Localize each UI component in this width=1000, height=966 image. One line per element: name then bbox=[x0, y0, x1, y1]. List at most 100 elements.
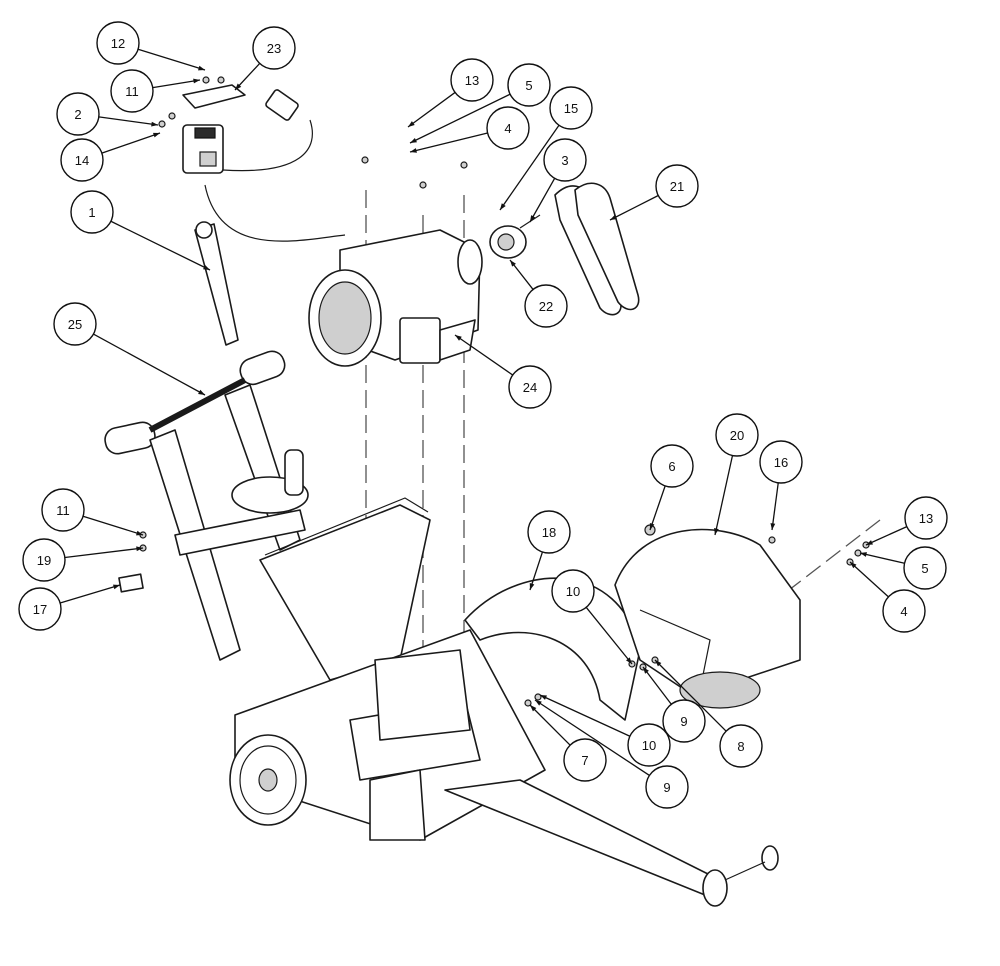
handle-frame bbox=[104, 350, 309, 661]
callout-circle bbox=[882, 589, 926, 633]
callout-number: 11 bbox=[125, 84, 139, 99]
leader-arrowhead bbox=[136, 546, 143, 552]
callout-circle bbox=[904, 496, 948, 540]
leader-line bbox=[529, 177, 556, 223]
leader-arrowhead bbox=[540, 695, 547, 700]
leader-arrowhead bbox=[113, 584, 120, 590]
callout-number: 22 bbox=[539, 299, 553, 314]
callout-circle bbox=[719, 724, 763, 768]
leader-arrowhead bbox=[610, 214, 617, 220]
leader-line bbox=[539, 694, 631, 737]
callout-circle bbox=[650, 444, 694, 488]
callout-17: 17 bbox=[18, 584, 121, 631]
leader-arrowhead bbox=[455, 335, 462, 341]
callout-circle bbox=[551, 569, 595, 613]
callout-circle bbox=[759, 440, 803, 484]
electric-motor bbox=[308, 156, 483, 367]
pointer-arm bbox=[444, 779, 779, 907]
callout-circle bbox=[18, 587, 62, 631]
callout-4: 4 bbox=[849, 561, 926, 633]
callout-23: 23 bbox=[234, 26, 296, 91]
callout-number: 25 bbox=[68, 317, 82, 332]
callout-number: 10 bbox=[642, 738, 656, 753]
leader-line bbox=[101, 132, 161, 154]
leader-line bbox=[407, 91, 456, 128]
leader-line bbox=[859, 552, 905, 564]
leader-line bbox=[82, 515, 144, 536]
callout-number: 13 bbox=[919, 511, 933, 526]
leader-arrowhead bbox=[643, 667, 649, 674]
callout-circle bbox=[507, 63, 551, 107]
leader-line bbox=[529, 704, 571, 746]
callout-number: 16 bbox=[774, 455, 788, 470]
callout-number: 12 bbox=[111, 36, 125, 51]
callout-9: 9 bbox=[534, 699, 689, 809]
callout-number: 5 bbox=[525, 78, 532, 93]
leader-arrowhead bbox=[203, 264, 210, 270]
leader-line bbox=[714, 455, 734, 536]
callout-18: 18 bbox=[527, 510, 571, 591]
callout-11: 11 bbox=[41, 488, 144, 536]
callout-circle bbox=[110, 69, 154, 113]
leader-line bbox=[499, 124, 560, 211]
callout-number: 19 bbox=[37, 553, 51, 568]
callout-circle bbox=[645, 765, 689, 809]
leader-arrowhead bbox=[198, 389, 205, 395]
callout-number: 1 bbox=[88, 205, 95, 220]
leader-line bbox=[93, 333, 206, 396]
callout-2: 2 bbox=[56, 92, 159, 136]
leader-arrowhead bbox=[649, 523, 655, 530]
callout-14: 14 bbox=[60, 132, 161, 182]
blade-guard-assembly bbox=[614, 524, 801, 709]
callout-10: 10 bbox=[551, 569, 633, 665]
callout-13: 13 bbox=[407, 58, 494, 128]
leader-arrowhead bbox=[198, 65, 205, 71]
leader-line bbox=[64, 547, 144, 559]
callout-number: 9 bbox=[663, 780, 670, 795]
callout-10: 10 bbox=[539, 694, 671, 767]
callout-circle bbox=[563, 738, 607, 782]
leader-arrowhead bbox=[850, 562, 857, 569]
callout-8: 8 bbox=[654, 659, 763, 768]
switch-box-assembly bbox=[158, 76, 313, 174]
callout-number: 11 bbox=[56, 503, 70, 518]
callout-number: 2 bbox=[74, 107, 81, 122]
callout-5: 5 bbox=[859, 546, 947, 590]
leader-line bbox=[642, 666, 672, 705]
callout-5: 5 bbox=[409, 63, 551, 144]
callout-circle bbox=[41, 488, 85, 532]
callout-25: 25 bbox=[53, 302, 206, 396]
callout-number: 9 bbox=[680, 714, 687, 729]
callout-number: 4 bbox=[900, 604, 907, 619]
leader-arrowhead bbox=[770, 523, 776, 530]
callout-20: 20 bbox=[714, 413, 759, 536]
callout-number: 21 bbox=[670, 179, 684, 194]
callout-number: 24 bbox=[523, 380, 537, 395]
leader-line bbox=[771, 482, 779, 531]
callout-number: 8 bbox=[737, 739, 744, 754]
callout-3: 3 bbox=[529, 138, 587, 223]
leader-arrowhead bbox=[136, 530, 143, 536]
drive-pulley bbox=[489, 214, 541, 259]
callout-6: 6 bbox=[649, 444, 694, 531]
leader-arrowhead bbox=[410, 137, 417, 143]
callout-circle bbox=[715, 413, 759, 457]
callout-number: 7 bbox=[581, 753, 588, 768]
callout-circle bbox=[549, 86, 593, 130]
callout-circle bbox=[543, 138, 587, 182]
leader-line bbox=[849, 561, 889, 598]
callout-number: 23 bbox=[267, 41, 281, 56]
leader-arrowhead bbox=[530, 215, 536, 222]
rear-wheel bbox=[229, 734, 307, 826]
v-belts bbox=[554, 182, 640, 316]
callout-number: 4 bbox=[504, 121, 511, 136]
callout-circle bbox=[527, 510, 571, 554]
leader-arrowhead bbox=[500, 203, 506, 210]
leader-arrowhead bbox=[408, 121, 415, 127]
leader-arrowhead bbox=[153, 132, 160, 138]
leader-line bbox=[654, 659, 727, 732]
callout-11: 11 bbox=[110, 69, 201, 113]
callout-circle bbox=[486, 106, 530, 150]
callout-number: 13 bbox=[465, 73, 479, 88]
